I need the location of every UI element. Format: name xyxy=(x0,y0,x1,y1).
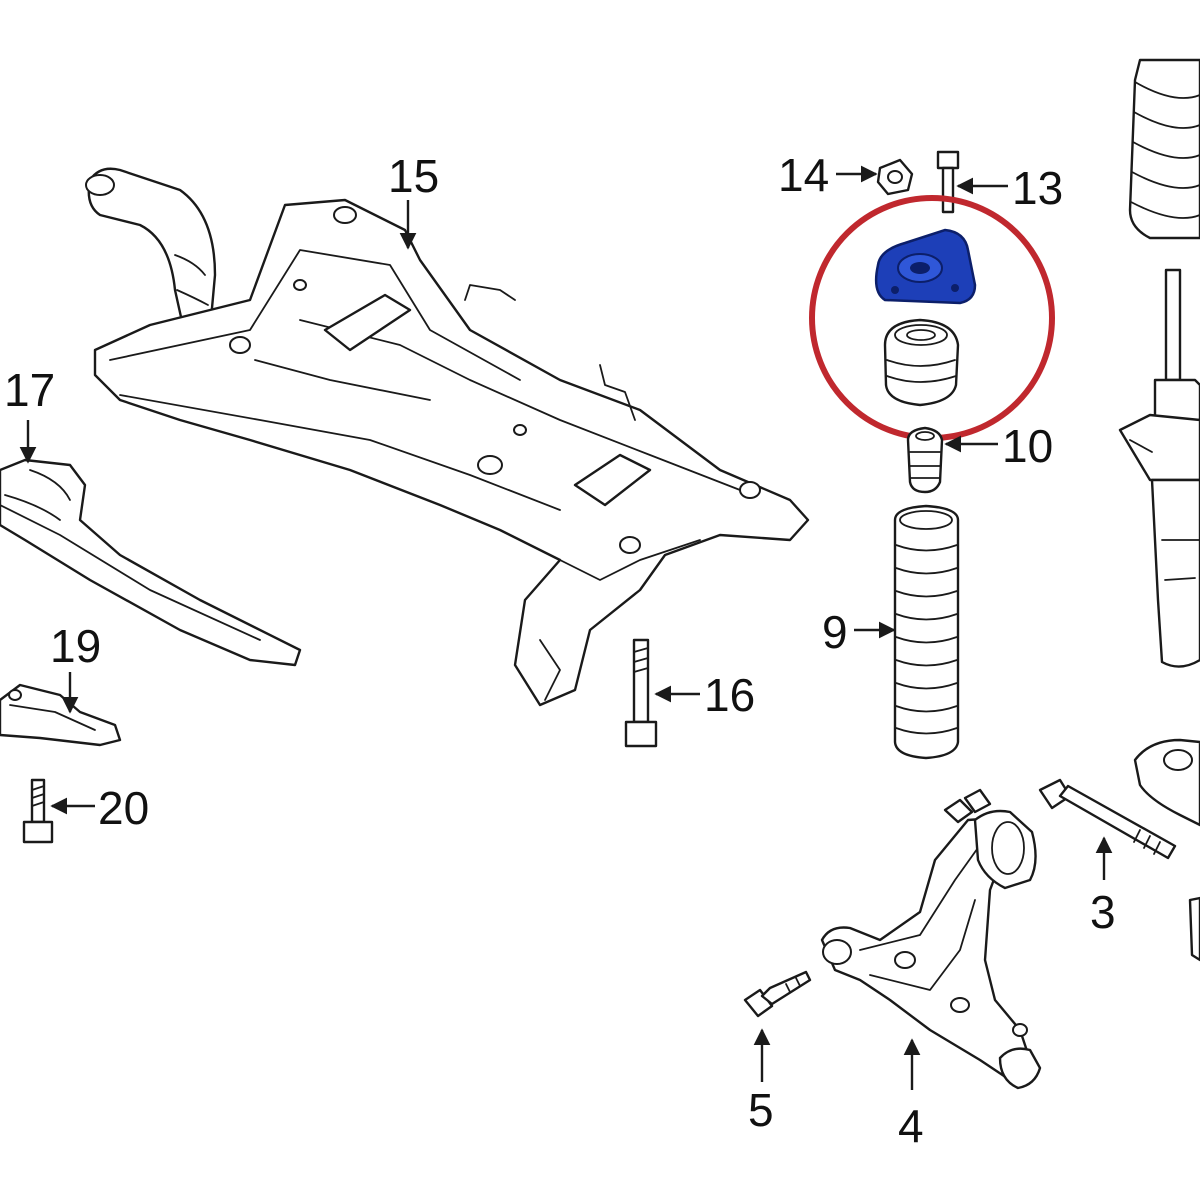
callout-14: 14 xyxy=(778,149,829,201)
part-5-bolt[interactable] xyxy=(743,970,812,1018)
steering-knuckle[interactable] xyxy=(1133,738,1200,962)
coil-spring[interactable] xyxy=(1128,58,1200,240)
part-17-crossmember[interactable] xyxy=(0,458,302,667)
leader-lines xyxy=(19,165,1113,1090)
callout-5: 5 xyxy=(748,1084,774,1136)
part-20-bolt[interactable] xyxy=(22,778,54,844)
callout-labels: 15 17 19 20 16 14 13 10 9 3 4 5 xyxy=(4,149,1116,1152)
callout-15: 15 xyxy=(388,150,439,202)
part-15-front-subframe[interactable] xyxy=(85,167,810,707)
part-19-bracket[interactable] xyxy=(0,683,122,747)
callout-9: 9 xyxy=(822,606,848,658)
callout-17: 17 xyxy=(4,364,55,416)
part-10-bump-stop[interactable] xyxy=(906,426,944,494)
callout-19: 19 xyxy=(50,620,101,672)
strut-assembly[interactable] xyxy=(1118,268,1200,668)
strut-bearing[interactable] xyxy=(883,318,960,407)
part-4-control-arm[interactable] xyxy=(820,788,1042,1090)
part-9-dust-boot[interactable] xyxy=(893,504,960,760)
part-3-bolt[interactable] xyxy=(1038,778,1177,860)
callout-20: 20 xyxy=(98,782,149,834)
callout-3: 3 xyxy=(1090,886,1116,938)
highlighted-strut-mount[interactable] xyxy=(874,228,977,305)
callout-4: 4 xyxy=(898,1100,924,1152)
part-14-nut[interactable] xyxy=(876,158,914,196)
callout-10: 10 xyxy=(1002,420,1053,472)
callout-13: 13 xyxy=(1012,162,1063,214)
callout-16: 16 xyxy=(704,669,755,721)
part-16-bolt[interactable] xyxy=(624,638,658,748)
